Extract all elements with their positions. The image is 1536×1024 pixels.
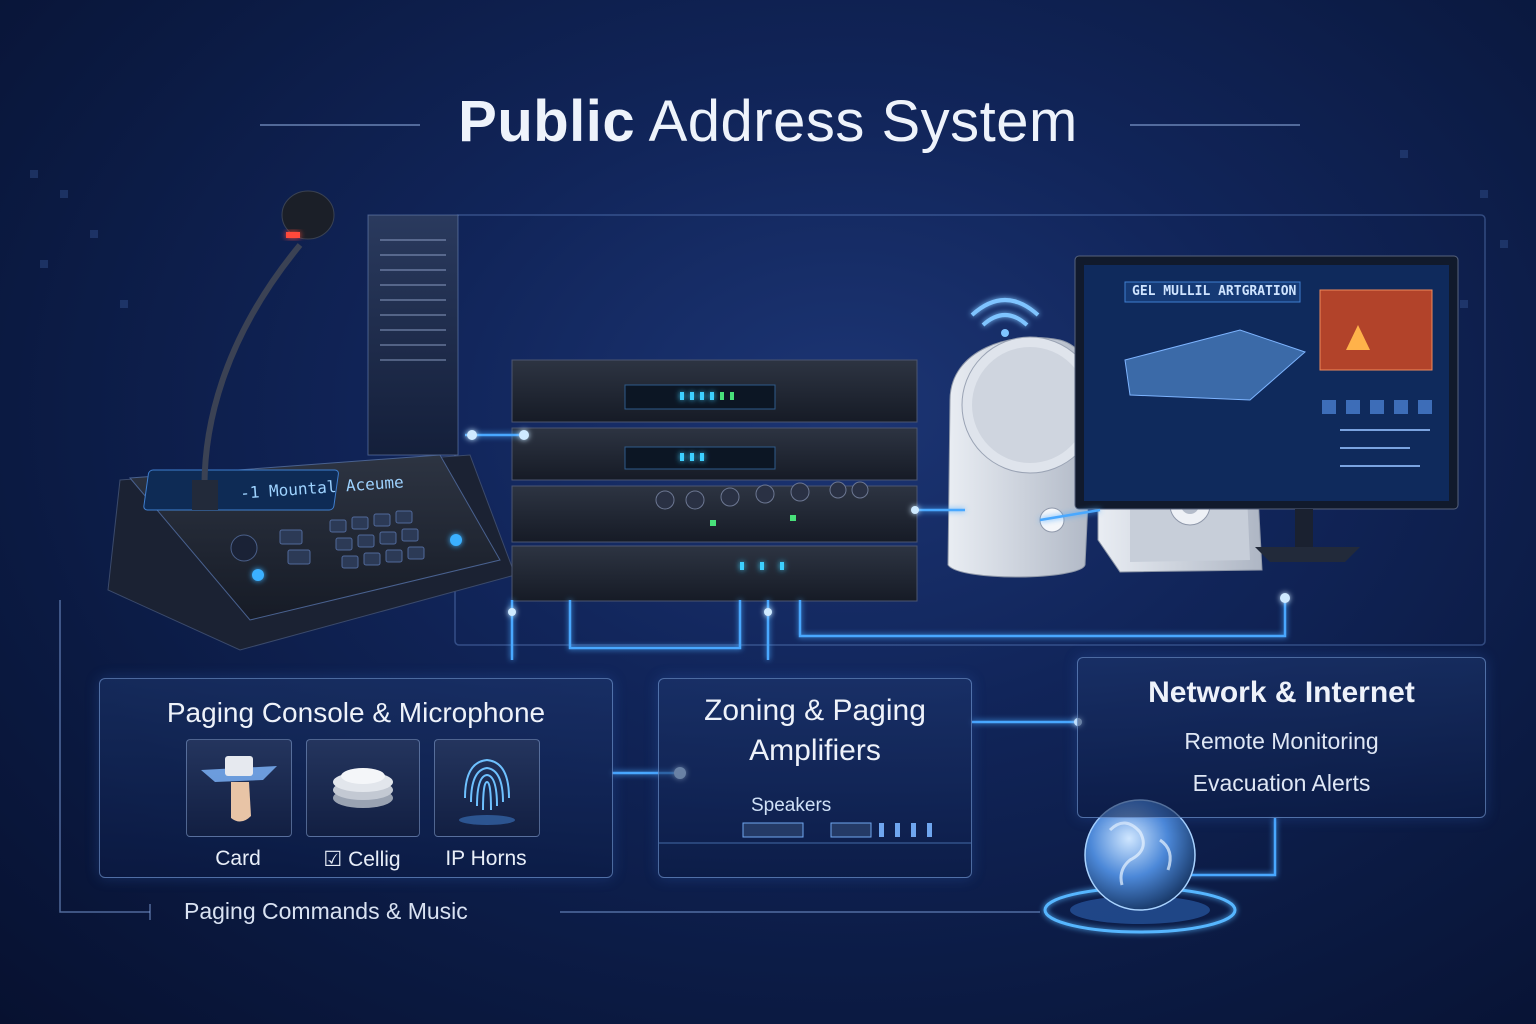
paging-console — [107, 190, 516, 651]
ceiling-speaker-icon — [333, 768, 393, 808]
paging-console-panel: Paging Console & Microphone Card ☑ Celli… — [99, 678, 613, 878]
tile-ceiling — [306, 739, 420, 837]
tile-ceiling-label: ☑ Cellig — [297, 847, 427, 872]
speaker-level-meter — [659, 822, 971, 844]
page-title: Public Address System — [0, 88, 1536, 155]
globe-icon — [1043, 799, 1237, 934]
amplifiers-panel: Zoning & Paging Amplifiers Speakers — [658, 678, 972, 878]
network-panel: Network & Internet Remote Monitoring Eva… — [1077, 657, 1486, 818]
monitor-header: GEL MULLIL ARTGRATION — [1132, 284, 1297, 299]
title-bold: Public — [458, 89, 636, 154]
amplifiers-title-line2: Amplifiers — [749, 734, 881, 767]
title-rest: Address System — [648, 89, 1078, 154]
tile-ceiling-text: Cellig — [348, 848, 401, 871]
fingerprint-icon — [459, 758, 515, 825]
remote-monitoring-label: Remote Monitoring — [1184, 728, 1379, 754]
speakers-label: Speakers — [751, 795, 832, 816]
tile-card — [186, 739, 292, 837]
network-panel-title: Network & Internet — [1148, 676, 1415, 709]
evacuation-alerts-label: Evacuation Alerts — [1192, 770, 1371, 796]
wall-speaker — [947, 298, 1099, 578]
amplifiers-title-line1: Zoning & Paging — [704, 694, 926, 727]
tile-ip-horns-label: IP Horns — [445, 847, 527, 870]
tile-ip-horns — [434, 739, 540, 837]
amplifier-rack — [511, 359, 918, 602]
checkbox-icon: ☑ — [323, 848, 343, 871]
card-hand-icon — [201, 756, 277, 822]
amplifiers-panel-title: Zoning & Paging Amplifiers — [659, 691, 971, 771]
paging-panel-title: Paging Console & Microphone — [166, 697, 546, 728]
tile-card-label: Card — [215, 847, 261, 870]
footer-caption: Paging Commands & Music — [184, 898, 468, 924]
monitor — [1074, 255, 1459, 562]
